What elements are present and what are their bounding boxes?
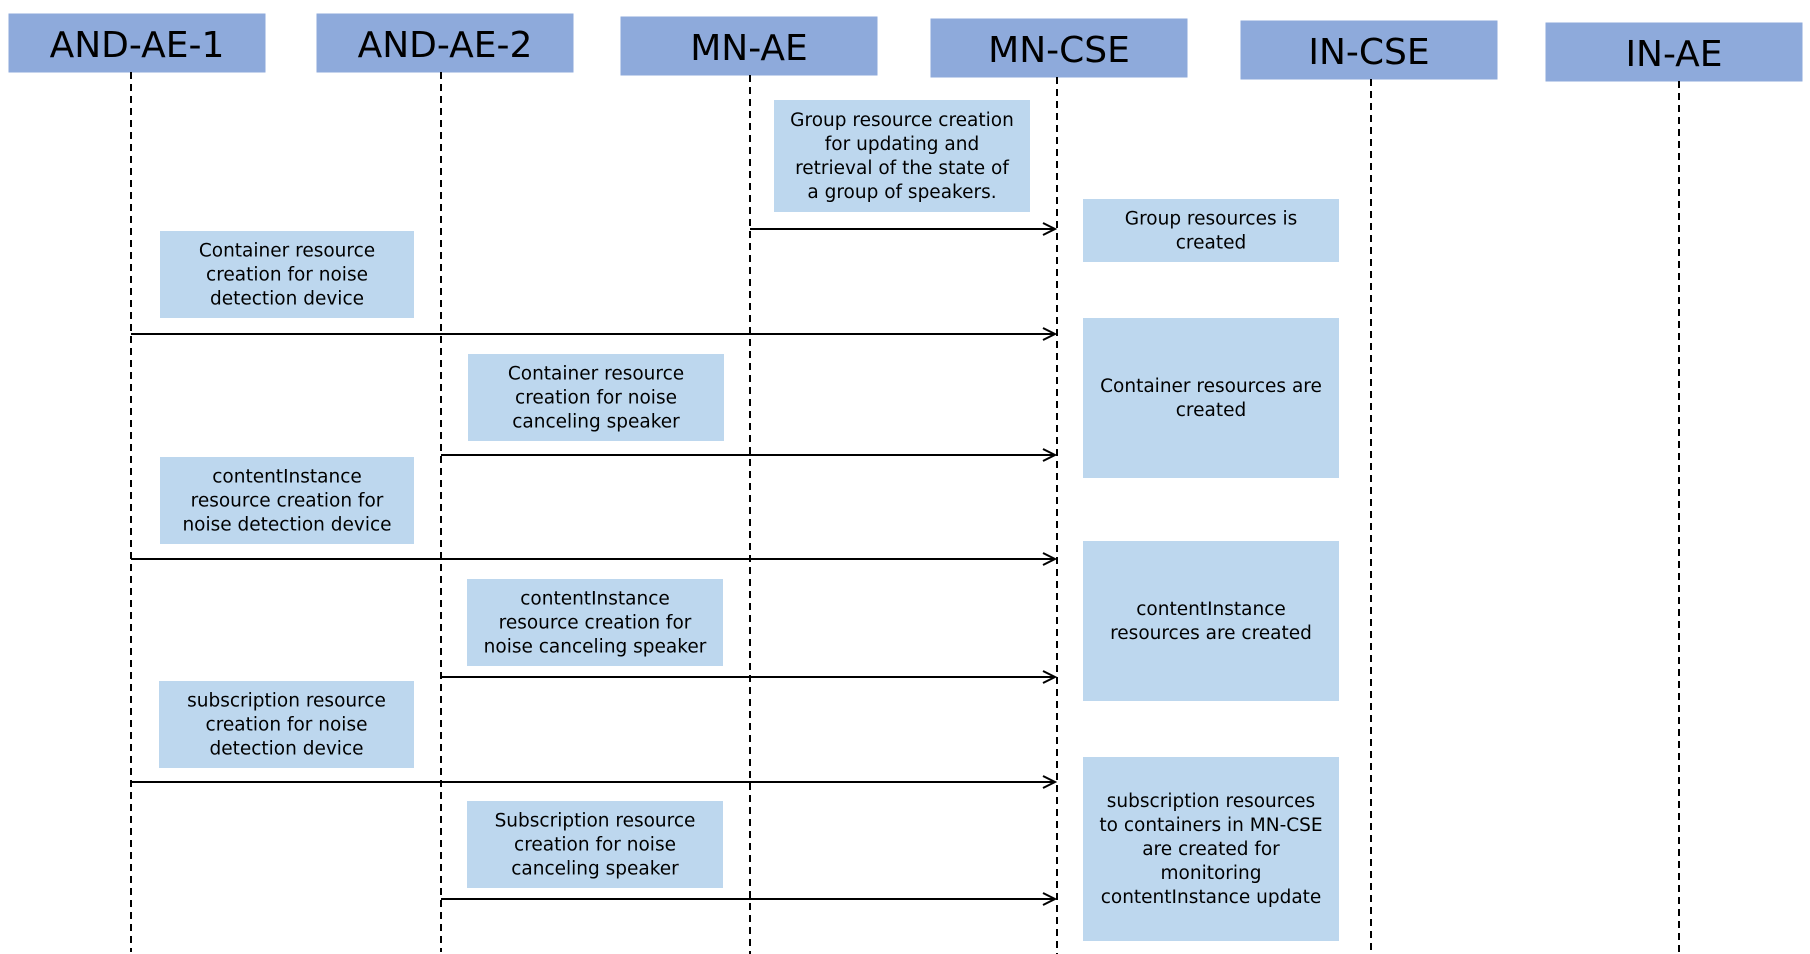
message-note-subscription-noise-canceling-text-line: Subscription resource bbox=[495, 811, 696, 832]
message-note-group-resource-creation-box bbox=[774, 100, 1030, 212]
result-note-group-created-text-line: Group resources is bbox=[1125, 209, 1298, 230]
lifeline-header-in-cse bbox=[1240, 20, 1498, 80]
arrowhead-group-resource-creation bbox=[1042, 222, 1058, 236]
message-note-contentinstance-noise-detection-text-line: contentInstance bbox=[212, 467, 362, 488]
message-note-container-noise-detection-text-line: Container resource bbox=[199, 241, 375, 262]
message-note-container-noise-detection-box bbox=[160, 231, 414, 318]
result-note-subscription-created-box bbox=[1083, 757, 1339, 941]
message-note-container-noise-detection-text-line: detection device bbox=[210, 289, 364, 310]
lifeline-header-and-ae-2 bbox=[316, 13, 574, 73]
result-note-group-created-box bbox=[1083, 199, 1339, 262]
message-note-contentinstance-noise-canceling-text-line: contentInstance bbox=[520, 589, 670, 610]
message-note-container-noise-detection-text-line: creation for noise bbox=[206, 265, 368, 286]
result-note-contentinstance-created-box bbox=[1083, 541, 1339, 701]
lifeline-label-in-cse: IN-CSE bbox=[1308, 32, 1429, 73]
result-note-subscription-created-text-line: monitoring bbox=[1161, 863, 1262, 884]
message-note-group-resource-creation-text-line: for updating and bbox=[825, 134, 979, 155]
lifeline-label-mn-ae: MN-AE bbox=[690, 28, 808, 69]
message-note-container-noise-canceling-box bbox=[468, 354, 724, 441]
message-note-subscription-noise-canceling-box bbox=[467, 801, 723, 888]
message-note-container-noise-canceling-text-line: canceling speaker bbox=[512, 412, 680, 433]
arrowhead-subscription-noise-canceling bbox=[1042, 892, 1058, 906]
arrowhead-contentinstance-noise-detection bbox=[1042, 552, 1058, 566]
message-note-container-noise-canceling-text-line: creation for noise bbox=[515, 388, 677, 409]
result-note-contentinstance-created-text-line: contentInstance bbox=[1136, 599, 1286, 620]
result-note-subscription-created-text-line: contentInstance update bbox=[1101, 887, 1322, 908]
message-note-contentinstance-noise-canceling-text-line: noise canceling speaker bbox=[484, 637, 707, 658]
message-note-contentinstance-noise-detection-text-line: noise detection device bbox=[182, 515, 391, 536]
arrowhead-subscription-noise-detection bbox=[1042, 775, 1058, 789]
result-note-subscription-created-text-line: are created for bbox=[1142, 839, 1280, 860]
message-note-subscription-noise-detection-text-line: creation for noise bbox=[206, 715, 368, 736]
lifeline-header-mn-ae bbox=[620, 16, 878, 76]
result-note-container-created-text-line: created bbox=[1176, 400, 1246, 421]
message-note-subscription-noise-canceling-text-line: creation for noise bbox=[514, 835, 676, 856]
message-note-subscription-noise-detection-text-line: detection device bbox=[209, 739, 363, 760]
message-note-subscription-noise-detection-text-line: subscription resource bbox=[187, 691, 386, 712]
lifeline-label-and-ae-2: AND-AE-2 bbox=[358, 25, 533, 66]
lifeline-header-in-ae bbox=[1545, 22, 1803, 82]
message-note-contentinstance-noise-canceling-box bbox=[467, 579, 723, 666]
lifeline-header-mn-cse bbox=[930, 18, 1188, 78]
message-note-container-noise-canceling-text-line: Container resource bbox=[508, 364, 684, 385]
message-note-group-resource-creation-text-line: Group resource creation bbox=[790, 110, 1014, 131]
message-note-contentinstance-noise-detection-text-line: resource creation for bbox=[191, 491, 384, 512]
message-note-group-resource-creation-text-line: retrieval of the state of bbox=[795, 158, 1009, 179]
result-note-subscription-created-text-line: to containers in MN-CSE bbox=[1099, 815, 1322, 836]
arrowhead-container-noise-canceling bbox=[1042, 448, 1058, 462]
result-note-contentinstance-created-text-line: resources are created bbox=[1110, 623, 1312, 644]
arrowhead-contentinstance-noise-canceling bbox=[1042, 670, 1058, 684]
result-note-container-created-text-line: Container resources are bbox=[1100, 376, 1322, 397]
message-note-subscription-noise-canceling-text-line: canceling speaker bbox=[511, 859, 679, 880]
message-note-contentinstance-noise-detection-box bbox=[160, 457, 414, 544]
result-note-container-created-box bbox=[1083, 318, 1339, 478]
message-note-subscription-noise-detection-box bbox=[159, 681, 414, 768]
arrowhead-container-noise-detection bbox=[1042, 327, 1058, 341]
lifeline-label-and-ae-1: AND-AE-1 bbox=[50, 25, 225, 66]
lifeline-label-in-ae: IN-AE bbox=[1625, 34, 1722, 75]
message-note-contentinstance-noise-canceling-text-line: resource creation for bbox=[499, 613, 692, 634]
result-note-group-created-text-line: created bbox=[1176, 233, 1246, 254]
message-note-group-resource-creation-text-line: a group of speakers. bbox=[807, 182, 996, 203]
lifeline-label-mn-cse: MN-CSE bbox=[988, 30, 1130, 71]
result-note-subscription-created-text-line: subscription resources bbox=[1107, 791, 1315, 812]
lifeline-header-and-ae-1 bbox=[8, 13, 266, 73]
